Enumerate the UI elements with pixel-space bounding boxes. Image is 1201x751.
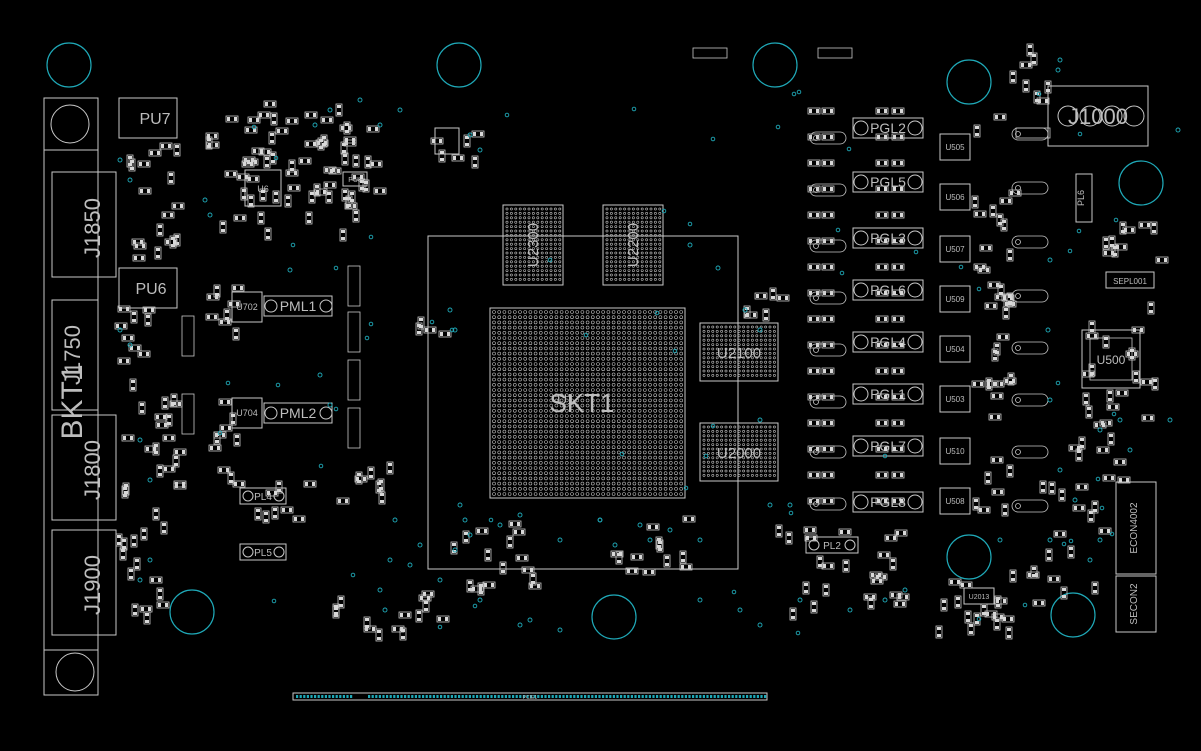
u500-label: U500 [1097, 353, 1126, 367]
pml2-label: PML2 [280, 405, 317, 421]
u2013-label: U2013 [969, 594, 990, 601]
pl6-inductor: PL6 [1075, 173, 1093, 223]
pl6-label: PL6 [1076, 190, 1086, 206]
u704-label: U704 [236, 408, 258, 418]
pu7-regulator: PU7 [118, 97, 178, 139]
socket-label: SKT1 [549, 388, 614, 418]
gpu-bga-pads [492, 310, 684, 496]
secon-label: SECON2 [1129, 583, 1140, 625]
phase-chip-label: U505 [945, 143, 965, 152]
connector-j1850-label: J1850 [80, 198, 105, 258]
memory-chips: U2300 U2200 U2100 U2000 [502, 204, 779, 482]
sepl-label: SEPL001 [1113, 277, 1147, 286]
phase-chip-label: U510 [945, 447, 965, 456]
vias [117, 57, 1181, 636]
pcie-edge-connector: PCIE1 [292, 692, 768, 701]
phase-chip-label: U508 [945, 497, 965, 506]
secon-connector: SECON2 [1115, 575, 1157, 633]
pl4-inductor: PL4 [239, 487, 287, 505]
mounting-holes [46, 42, 1164, 640]
pl5-label: PL5 [254, 548, 272, 559]
pl4-label: PL4 [254, 492, 272, 503]
pml2-group: U704 PML2 [231, 397, 333, 429]
gpu-socket: SKT1 U1 [427, 235, 739, 570]
mem-u2000-label: U2000 [717, 445, 761, 462]
edge-label: PCIE1 [523, 695, 538, 701]
phase-chip-label: U509 [945, 295, 965, 304]
bracket-label: BKT1 [56, 364, 89, 439]
vertical-parts-left [181, 265, 361, 449]
pu6-label: PU6 [135, 281, 166, 298]
pu7-label: PU7 [139, 111, 170, 128]
pml1-label: PML1 [280, 298, 317, 314]
mem-u2200-label: U2200 [625, 223, 642, 267]
sepl-part: SEPL001 [1105, 271, 1155, 289]
gpu-label: U1 [557, 391, 575, 407]
econ-connector: ECON4002 [1115, 481, 1157, 575]
u2013-chip: U2013 [963, 587, 995, 605]
j1000-label: J1000 [1068, 104, 1128, 129]
mem-u2100-label: U2100 [717, 345, 761, 362]
phase-chip-label: U506 [945, 193, 965, 202]
phase-inductor-label: PGL2 [870, 120, 906, 136]
svg-text:PU8: PU8 [348, 177, 362, 184]
phase-chip-label: U507 [945, 245, 965, 254]
connector-j1900-label: J1900 [80, 555, 105, 615]
econ-label: ECON4002 [1129, 502, 1140, 554]
bracket-connectors: J1850 J1750 J1800 J1900 BKT1 [43, 97, 117, 696]
pu6-regulator: PU6 [118, 267, 178, 309]
mem-u2300-label: U2300 [525, 223, 542, 267]
pl5-inductor: PL5 [239, 543, 287, 561]
phase-chip-label: U503 [945, 395, 965, 404]
pml1-group: U702 PML1 [231, 291, 333, 323]
j1000-connector: J1000 [1047, 85, 1149, 147]
u702-label: U702 [236, 302, 258, 312]
connector-j1800-label: J1800 [80, 440, 105, 500]
smd-components [114, 43, 1169, 642]
pl2-label: PL2 [823, 541, 841, 552]
connector-j1750-label: J1750 [60, 325, 85, 385]
phase-chip-label: U504 [945, 345, 965, 354]
